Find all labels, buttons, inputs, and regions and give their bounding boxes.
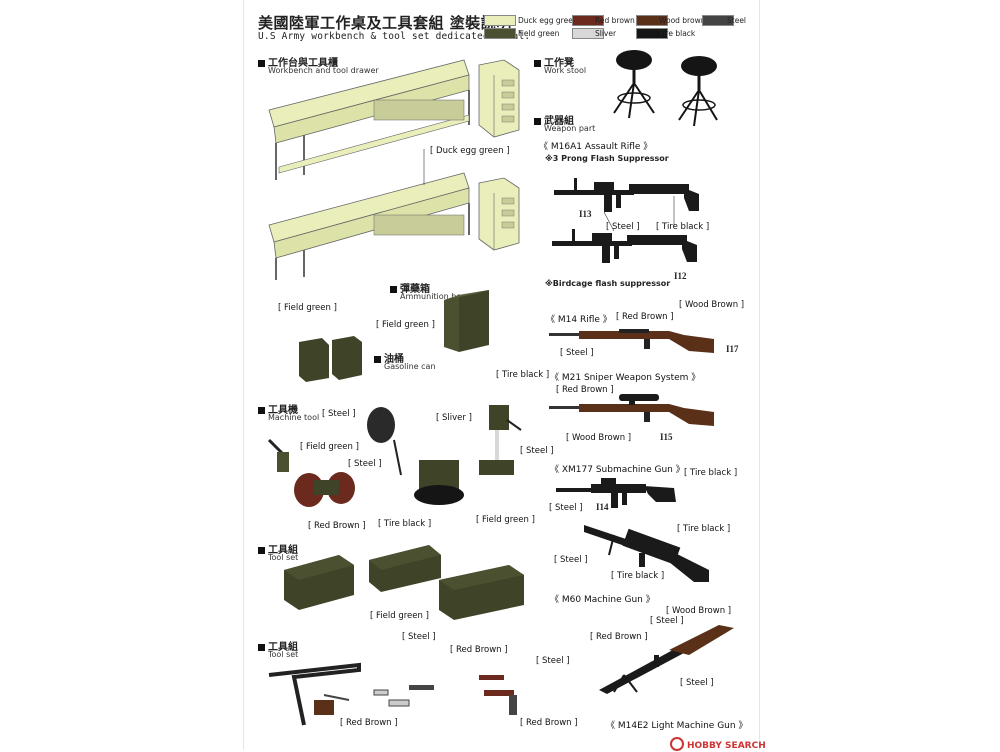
m21-part-i15: I15: [660, 432, 673, 442]
machine-tools-illustration: [267, 405, 522, 507]
title-english: U.S Army workbench & tool set dedicated …: [258, 31, 531, 42]
watermark-logo-icon: [670, 736, 684, 751]
machine-sliver-label: [ Sliver ]: [436, 413, 472, 423]
legend-label: Tire black: [659, 29, 696, 38]
m21-name: 《 M21 Sniper Weapon System 》: [550, 373, 701, 383]
toolboxes-illustration: [284, 545, 524, 620]
m14e2-name: 《 M14E2 Light Machine Gun 》: [606, 721, 748, 731]
title-chinese: 美國陸軍工作桌及工具套組 塗裝說明: [258, 14, 512, 32]
toolset1-color-label: [ Field green ]: [370, 611, 429, 621]
section-workbench-title: 工作台與工具櫃: [258, 54, 338, 69]
xm177-part-i14: I14: [596, 502, 609, 512]
workbench-illustration: [268, 59, 520, 280]
m14e2-steel-label-1: [ Steel ]: [650, 616, 684, 626]
toolset2-red-brown-top: [ Red Brown ]: [450, 645, 508, 655]
section-workbench-subtitle: Workbench and tool drawer: [268, 66, 379, 75]
m16-part-i13: I13: [579, 209, 592, 219]
m21-red-label: [ Red Brown ]: [556, 385, 614, 395]
section-toolset2-subtitle: Tool set: [268, 650, 299, 659]
m16-steel-label: [ Steel ]: [606, 222, 640, 232]
gas-color-label: [ Field green ]: [278, 303, 337, 313]
section-stool-title: 工作凳: [534, 54, 574, 69]
section-weapon-title: 武器組: [534, 112, 574, 127]
machine-steel-label-2: [ Steel ]: [348, 459, 382, 469]
xm177-steel-label: [ Steel ]: [549, 503, 583, 513]
m60-tire-label-1: [ Tire black ]: [677, 524, 731, 534]
m14e2-illustration: [599, 625, 734, 694]
section-machine-title: 工具機: [258, 401, 298, 416]
swatch-red-brown: [572, 15, 604, 26]
section-machine-subtitle: Machine tool: [268, 413, 320, 422]
machine-steel-label-3: [ Steel ]: [520, 446, 554, 456]
legend-label: Sliver: [595, 29, 617, 38]
machine-tire-label-2: [ Tire black ]: [496, 370, 550, 380]
machine-field-green-label: [ Field green ]: [300, 442, 359, 452]
m60-tire-label-2: [ Tire black ]: [611, 571, 665, 581]
m14-wood-label: [ Wood Brown ]: [679, 300, 745, 310]
m14-name: 《 M14 Rifle 》: [546, 315, 612, 325]
m16-part-i12: I12: [674, 271, 687, 281]
toolset2-steel-top: [ Steel ]: [402, 632, 436, 642]
m14e2-wood-label: [ Wood Brown ]: [666, 606, 732, 616]
m16-note-prong: ※3 Prong Flash Suppressor: [545, 154, 669, 163]
m16-tire-label: [ Tire black ]: [656, 222, 710, 232]
m16-rifles-illustration: [552, 178, 699, 263]
m14-steel-label: [ Steel ]: [560, 348, 594, 358]
legend-label: Duck egg green: [518, 16, 578, 25]
machine-field-green-label-2: [ Field green ]: [476, 515, 535, 525]
m60-name: 《 M60 Machine Gun 》: [550, 595, 655, 605]
section-ammo-subtitle: Ammunition box: [400, 292, 466, 301]
legend-label: Field green: [518, 29, 560, 38]
swatch-duck-egg-green: [484, 15, 516, 26]
section-weapon-subtitle: Weapon part: [544, 124, 596, 133]
machine-steel-label-1: [ Steel ]: [322, 409, 356, 419]
toolset2-red-brown-left: [ Red Brown ]: [340, 718, 398, 728]
ammo-gas-illustration: [299, 290, 489, 382]
legend-label: Red brown: [595, 16, 635, 25]
section-ammo-title: 彈藥箱: [390, 280, 430, 295]
machine-tire-label: [ Tire black ]: [378, 519, 432, 529]
legend-label: Steel: [727, 16, 747, 25]
swatch-sliver: [572, 28, 604, 39]
ammo-color-label: [ Field green ]: [376, 320, 435, 330]
section-toolset1-title: 工具組: [258, 541, 298, 556]
m14-red-label: [ Red Brown ]: [616, 312, 674, 322]
toolset2-steel-right: [ Steel ]: [536, 656, 570, 666]
swatch-tire-black: [636, 28, 668, 39]
m16-name: 《 M16A1 Assault Rifle 》: [539, 142, 653, 152]
toolset2-red-brown-right: [ Red Brown ]: [520, 718, 578, 728]
m21-wood-label: [ Wood Brown ]: [566, 433, 632, 443]
section-gas-title: 油桶: [374, 350, 404, 365]
xm177-name: 《 XM177 Submachine Gun 》: [550, 465, 685, 475]
xm177-tire-label: [ Tire black ]: [684, 468, 738, 478]
workbench-color-label: [ Duck egg green ]: [430, 146, 510, 156]
m14e2-steel-label-2: [ Steel ]: [680, 678, 714, 688]
xm177-illustration: [556, 478, 676, 508]
instruction-sheet: 美國陸軍工作桌及工具套組 塗裝說明 U.S Army workbench & t…: [243, 0, 760, 750]
m60-illustration: [584, 525, 709, 582]
swatch-field-green: [484, 28, 516, 39]
m21-rifle-illustration: [549, 394, 714, 426]
machine-red-brown-label: [ Red Brown ]: [308, 521, 366, 531]
watermark-text: HOBBY SEARCH: [687, 741, 766, 751]
swatch-wood-brown: [636, 15, 668, 26]
section-toolset2-title: 工具組: [258, 638, 298, 653]
swatch-steel: [702, 15, 734, 26]
m14-part-i17: I17: [726, 344, 739, 354]
section-toolset1-subtitle: Tool set: [268, 553, 299, 562]
watermark: HOBBY SEARCH: [670, 733, 766, 752]
legend-label: Wood brown: [659, 16, 706, 25]
work-stool-illustration: [613, 50, 718, 127]
hand-tools-illustration: [268, 662, 517, 726]
section-gas-subtitle: Gasoline can: [384, 362, 436, 371]
m14-rifle-illustration: [549, 329, 714, 353]
section-stool-subtitle: Work stool: [544, 66, 587, 75]
m14e2-red-label: [ Red Brown ]: [590, 632, 648, 642]
m16-note-birdcage: ※Birdcage flash suppressor: [545, 279, 671, 288]
m60-steel-label: [ Steel ]: [554, 555, 588, 565]
